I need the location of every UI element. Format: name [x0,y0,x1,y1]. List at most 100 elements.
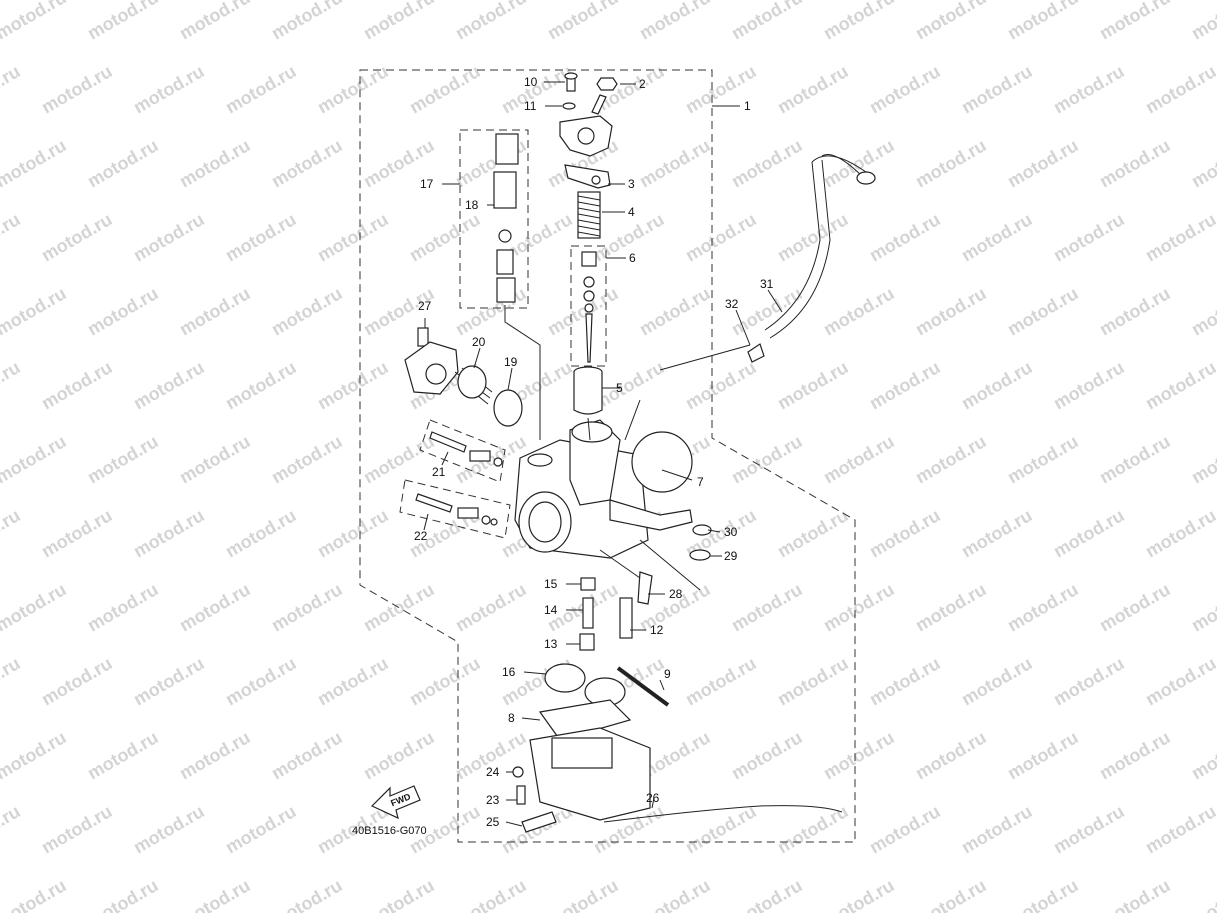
watermark-text: motod.ru [84,875,162,913]
watermark-text: motod.ru [728,875,806,913]
leader-lines [423,81,783,827]
watermark-text: motod.ru [176,135,254,191]
watermark-text: motod.ru [130,209,208,265]
watermark-text: motod.ru [682,357,760,413]
watermark-text: motod.ru [1096,579,1174,635]
throttle-spring[interactable] [577,191,601,239]
jet-group[interactable] [579,571,653,651]
watermark-text: motod.ru [84,727,162,783]
watermark-text: motod.ru [268,875,346,913]
watermark-text: motod.ru [1004,431,1082,487]
callout-19: 19 [504,355,518,369]
callout-10: 10 [524,75,538,89]
watermark-text: motod.ru [912,431,990,487]
watermark-text: motod.ru [222,801,300,857]
watermark-text: motod.ru [728,727,806,783]
watermark-text: motod.ru [1004,875,1082,913]
pilot-screw-group-21[interactable] [419,419,506,483]
watermark-text: motod.ru [314,209,392,265]
watermark-text: motod.ru [222,209,300,265]
watermark-text: motod.ru [912,0,990,43]
watermark-text: motod.ru [406,209,484,265]
watermark-text: motod.ru [0,357,24,413]
watermark-text: motod.ru [176,431,254,487]
watermark-text: motod.ru [1050,801,1128,857]
watermark-text: motod.ru [38,61,116,117]
watermark-text: motod.ru [84,431,162,487]
callout-9: 9 [664,667,671,681]
watermark-text: motod.ru [360,875,438,913]
watermark-text: motod.ru [1188,875,1217,913]
throttle-valve[interactable] [573,366,603,415]
watermark-text: motod.ru [866,61,944,117]
watermark-text: motod.ru [1096,431,1174,487]
watermark-text: motod.ru [176,875,254,913]
watermark-text: motod.ru [0,209,24,265]
watermark-text: motod.ru [84,0,162,43]
accelerator-pump-group[interactable] [404,327,523,427]
watermark-text: motod.ru [268,283,346,339]
watermark-text: motod.ru [728,579,806,635]
callout-6: 6 [629,251,636,265]
watermark-text: motod.ru [38,209,116,265]
watermark-text: motod.ru [1004,0,1082,43]
watermark-text: motod.ru [820,727,898,783]
watermark-text: motod.ru [1004,135,1082,191]
watermark-text: motod.ru [360,431,438,487]
watermark-text: motod.ru [912,283,990,339]
watermark-text: motod.ru [1050,61,1128,117]
watermark-text: motod.ru [1096,283,1174,339]
watermark-text: motod.ru [130,801,208,857]
float-bowl-group[interactable] [512,663,843,833]
drain-screw-group[interactable] [689,524,712,561]
callout-labels: 1 2 3 4 5 6 7 8 9 10 11 12 13 14 15 16 1… [414,75,774,829]
watermark-text: motod.ru [544,875,622,913]
watermark-text: motod.ru [130,357,208,413]
jet-needle-assembly[interactable] [570,245,607,367]
watermark-text: motod.ru [0,579,70,635]
watermark-text: motod.ru [222,653,300,709]
watermark-text: motod.ru [774,653,852,709]
watermark-text: motod.ru [1142,505,1217,561]
assembly-outline [359,69,856,843]
watermark-text: motod.ru [1142,61,1217,117]
watermark-text: motod.ru [820,579,898,635]
callout-7: 7 [697,475,704,489]
watermark-text: motod.ru [84,579,162,635]
pilot-screw-group-22[interactable] [399,479,511,539]
watermark-text: motod.ru [0,61,24,117]
watermark-text: motod.ru [774,61,852,117]
watermark-text: motod.ru [866,209,944,265]
callout-13: 13 [544,637,558,651]
watermark-text: motod.ru [682,653,760,709]
air-vent-hose[interactable] [747,154,876,363]
watermark-text: motod.ru [912,579,990,635]
carburetor-body[interactable] [514,419,693,559]
forward-arrow-icon: FWD [370,785,421,820]
watermark-text: motod.ru [176,0,254,43]
watermark-text: motod.ru [1142,801,1217,857]
watermark-text: motod.ru [1188,135,1217,191]
watermark-text: motod.ru [268,135,346,191]
watermark-text: motod.ru [958,801,1036,857]
watermark-text: motod.ru [774,801,852,857]
watermark-text: motod.ru [268,0,346,43]
watermark-text: motod.ru [544,0,622,43]
watermark-text: motod.ru [912,727,990,783]
watermark-text: motod.ru [0,0,70,43]
starter-plunger-group[interactable] [459,129,529,309]
callout-5: 5 [616,381,623,395]
callout-23: 23 [486,793,500,807]
watermark-text: motod.ru [1188,431,1217,487]
watermark-text: motod.ru [360,0,438,43]
watermark-text: motod.ru [958,653,1036,709]
watermark-text: motod.ru [1142,653,1217,709]
callout-14: 14 [544,603,558,617]
callout-26: 26 [646,791,660,805]
watermark-text: motod.ru [774,209,852,265]
watermark-text: motod.ru [820,283,898,339]
watermark-text: motod.ru [958,357,1036,413]
watermark-text: motod.ru [130,505,208,561]
watermark-text: motod.ru [866,653,944,709]
top-cap-group[interactable] [559,72,618,189]
